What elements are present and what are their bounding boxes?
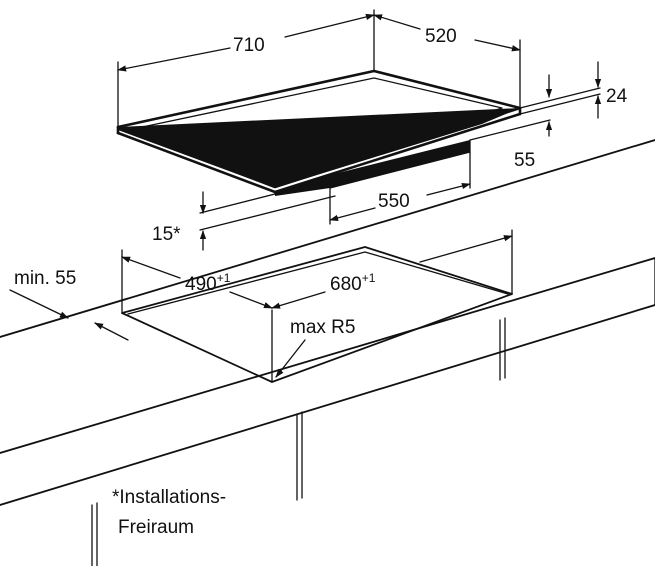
label-cutout-width: 680+1 [330, 271, 376, 295]
dimension-width-710 [117, 9, 375, 128]
cutout [121, 246, 513, 383]
corner-radius-pointer [275, 339, 306, 378]
dimension-clearance-15 [199, 177, 339, 251]
footnote-line2: Freiraum [118, 517, 194, 538]
dimension-height-55 [469, 119, 553, 141]
dimension-min-55 [9, 289, 129, 341]
label-depth: 520 [425, 26, 457, 47]
label-corner-radius: max R5 [290, 317, 355, 338]
label-thickness: 24 [606, 86, 628, 107]
dimension-thickness-24 [519, 61, 602, 119]
hob [116, 69, 522, 196]
cabinet-supports [91, 317, 506, 566]
label-cutout-depth: 490+1 [185, 271, 231, 295]
dimension-cutout-490 [121, 249, 273, 383]
dimension-depth-520 [373, 14, 521, 109]
label-depth-inner: 550 [378, 191, 410, 212]
footnote-line1: *Installations- [112, 487, 226, 508]
countertop [0, 139, 655, 506]
dimension-depth-550 [329, 151, 471, 225]
label-height: 55 [514, 150, 535, 171]
dimension-cutout-680 [271, 229, 513, 309]
label-clearance: 15* [152, 224, 181, 245]
label-min-edge: min. 55 [14, 268, 76, 289]
label-width: 710 [233, 35, 265, 56]
